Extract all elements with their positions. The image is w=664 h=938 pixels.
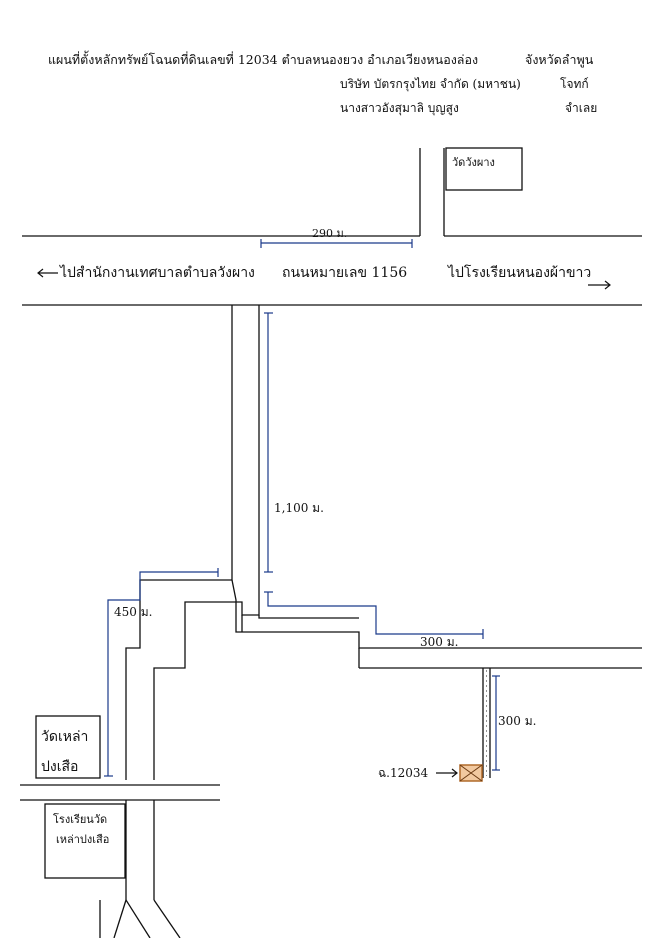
arrow-right-to-school [588,280,611,290]
parcel-marker [459,764,483,782]
dimension-290 [260,239,413,248]
label-wat-lao-line1: วัดเหล่า [41,729,89,745]
header-role-defendant: จำเลย [565,101,598,115]
label-road-name: ถนนหมายเลข 1156 [282,265,408,281]
label-to-office: ไปสำนักงานเทศบาลตำบลวังผาง [60,265,255,281]
label-school-line1: โรงเรียนวัด [53,813,108,826]
header-role-plaintiff: โจทก์ [560,77,589,91]
dimension-450 [104,568,219,777]
wat-wang-phang-box [445,147,523,191]
header-province: จังหวัดลำพูน [525,52,594,67]
east-road-top-edge [231,579,642,649]
header-title-line: แผนที่ตั้งหลักทรัพย์โฉนดที่ดินเลขที่ 120… [48,52,479,67]
header-company: บริษัท บัตรกรุงไทย จำกัด (มหาชน) [340,77,521,91]
label-wat-wang-phang: วัดวังผาง [452,156,495,169]
branch-road-right-edge [153,305,260,780]
south-fork-right [153,899,181,938]
label-to-school: ไปโรงเรียนหนองผ้าขาว [448,265,592,281]
school-box [44,803,126,879]
parcel-pointer-arrow [436,768,458,778]
dimension-300-horizontal [264,591,484,639]
label-300m-horizontal: 300 ม. [420,635,459,649]
arrow-left-to-office [37,268,58,278]
label-450m: 450 ม. [114,605,153,619]
header-person: นางสาวอังสุมาลิ บุญสูง [340,101,459,115]
label-wat-lao-line2: ปงเสือ [41,759,79,775]
dimension-1100 [264,312,273,573]
label-290m: 290 ม. [312,227,348,240]
east-road-bottom-edge [258,615,359,619]
wat-lao-pong-suea-box [35,715,101,779]
south-fork-right2 [125,899,151,938]
dimension-300-vertical [492,675,500,771]
label-1100m: 1,100 ม. [274,501,324,515]
branch-road-left-edge [125,305,233,780]
label-parcel: ฉ.12034 [378,766,429,780]
label-300m-vertical: 300 ม. [498,714,537,728]
south-fork-left2 [113,899,127,938]
label-school-line2: เหล่าปงเสือ [56,833,110,846]
